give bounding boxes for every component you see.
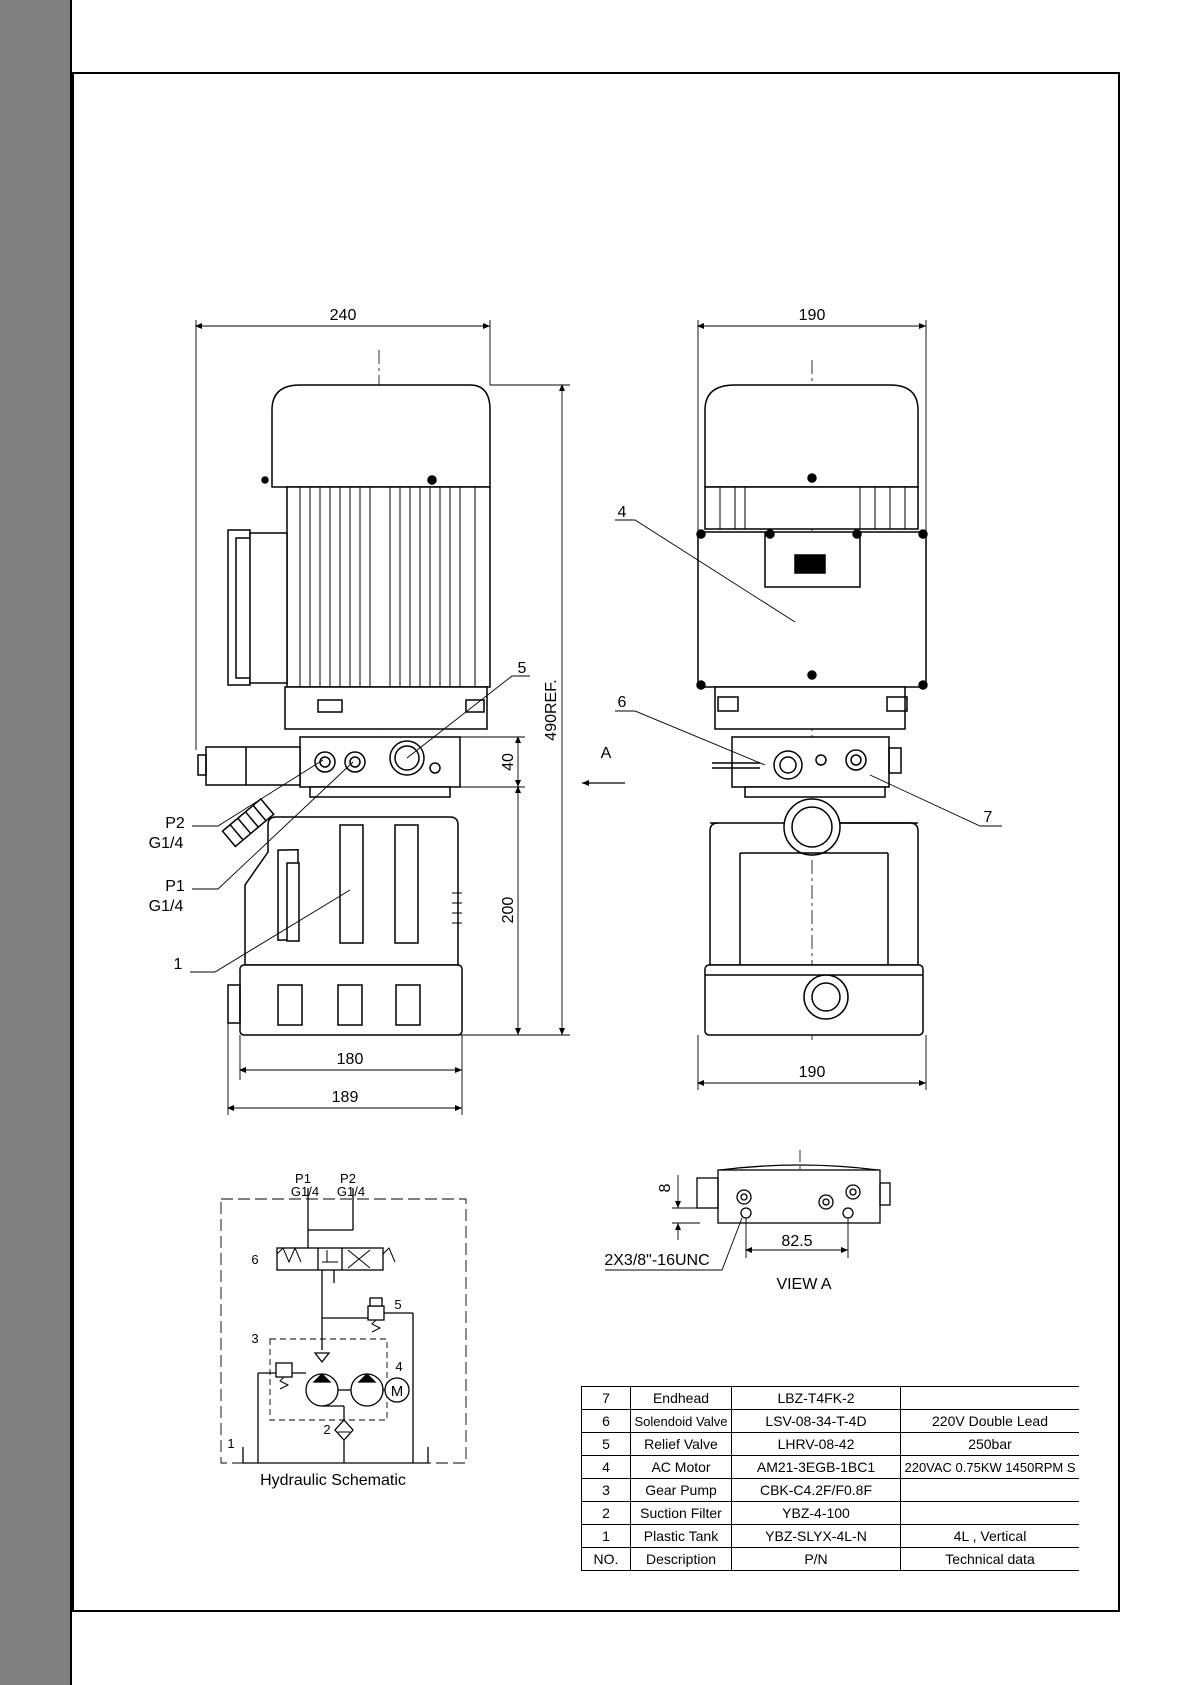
dim-valve-block-height: 40: [500, 753, 517, 771]
cell-pn: AM21-3EGB-1BC1: [731, 1455, 901, 1479]
schematic-title: Hydraulic Schematic: [260, 1472, 406, 1489]
cell-tech: 4L , Vertical: [900, 1524, 1079, 1548]
schematic-label-4: 4: [395, 1359, 402, 1374]
cell-no: 4: [581, 1455, 631, 1479]
cell-description: Endhead: [630, 1386, 732, 1410]
table-row: 2 Suction Filter YBZ-4-100: [581, 1501, 1079, 1525]
cell-no: 7: [581, 1386, 631, 1410]
schematic-port-p2-thread: G1/4: [337, 1184, 365, 1199]
cell-description: Plastic Tank: [630, 1524, 732, 1548]
dim-front-top-width: 240: [330, 307, 357, 324]
cell-tech: [900, 1386, 1079, 1410]
view-a-dimensions: [605, 1175, 849, 1271]
dim-tank-width: 180: [337, 1051, 364, 1068]
dim-total-height: 490REF.: [543, 679, 560, 740]
dim-view-a-spacing: 82.5: [781, 1233, 812, 1250]
callout-item-6: 6: [618, 694, 627, 711]
cell-pn: LBZ-T4FK-2: [731, 1386, 901, 1410]
cell-pn: LHRV-08-42: [731, 1432, 901, 1456]
motor-symbol: M: [391, 1383, 404, 1400]
header-no: NO.: [581, 1547, 631, 1571]
cell-pn: LSV-08-34-T-4D: [731, 1409, 901, 1433]
callout-p2-thread: G1/4: [149, 835, 184, 852]
dim-base-width: 189: [332, 1089, 359, 1106]
table-row: 3 Gear Pump CBK-C4.2F/F0.8F: [581, 1478, 1079, 1502]
parts-table: 7 Endhead LBZ-T4FK-2 6 Solendoid Valve L…: [581, 1386, 1079, 1571]
callout-item-5: 5: [518, 660, 527, 677]
side-view: [696, 360, 928, 1040]
front-dimensions: [190, 320, 625, 1115]
dim-view-a-height: 8: [657, 1183, 674, 1192]
view-a: [696, 1150, 891, 1224]
motor-cap: [271, 384, 491, 488]
schematic-label-3: 3: [251, 1331, 258, 1346]
cell-pn: YBZ-SLYX-4L-N: [731, 1524, 901, 1548]
front-dimension-text: 240 490REF. 40 200 180 189 A P2 G1/4 P1 …: [149, 307, 612, 1106]
cell-description: Suction Filter: [630, 1501, 732, 1525]
dim-side-top-width: 190: [799, 307, 826, 324]
callout-item-4: 4: [618, 504, 627, 521]
side-dimension-text: 190 190 4 6 7: [618, 307, 993, 1081]
callout-p1: P1: [165, 878, 185, 895]
thread-note: 2X3/8"-16UNC: [604, 1252, 709, 1269]
callout-p1-thread: G1/4: [149, 898, 184, 915]
callout-item-7: 7: [984, 809, 993, 826]
cell-description: Solendoid Valve: [630, 1409, 732, 1433]
table-row: 4 AC Motor AM21-3EGB-1BC1 220VAC 0.75KW …: [581, 1455, 1079, 1479]
cell-description: AC Motor: [630, 1455, 732, 1479]
schematic-text: P1 G1/4 P2 G1/4 6 5 3 4 M 2 1 Hydraulic …: [227, 1171, 406, 1489]
drawing-frame: [72, 72, 1120, 1612]
view-arrow-label: A: [601, 745, 612, 762]
view-a-title: VIEW A: [776, 1276, 831, 1293]
header-description: Description: [630, 1547, 732, 1571]
table-row: 1 Plastic Tank YBZ-SLYX-4L-N 4L , Vertic…: [581, 1524, 1079, 1548]
callout-item-1: 1: [174, 956, 183, 973]
dim-side-bottom-width: 190: [799, 1064, 826, 1081]
cell-no: 5: [581, 1432, 631, 1456]
schematic-port-p1-thread: G1/4: [291, 1184, 319, 1199]
schematic-label-6: 6: [251, 1252, 258, 1267]
cell-tech: [900, 1478, 1079, 1502]
cell-pn: YBZ-4-100: [731, 1501, 901, 1525]
view-a-text: 8 82.5 2X3/8"-16UNC VIEW A: [604, 1183, 832, 1293]
callout-p2: P2: [165, 815, 185, 832]
table-header-row: NO. Description P/N Technical data: [581, 1547, 1079, 1571]
header-pn: P/N: [731, 1547, 901, 1571]
side-dimensions: [615, 320, 1002, 1090]
cell-tech: [900, 1501, 1079, 1525]
header-tech: Technical data: [900, 1547, 1079, 1571]
cell-no: 1: [581, 1524, 631, 1548]
table-row: 5 Relief Valve LHRV-08-42 250bar: [581, 1432, 1079, 1456]
table-row: 6 Solendoid Valve LSV-08-34-T-4D 220V Do…: [581, 1409, 1079, 1433]
schematic-label-1: 1: [227, 1436, 234, 1451]
cell-tech: 250bar: [900, 1432, 1079, 1456]
cell-tech: 220VAC 0.75KW 1450RPM S: [900, 1455, 1079, 1479]
motor-body: [286, 486, 491, 688]
table-row: 7 Endhead LBZ-T4FK-2: [581, 1386, 1079, 1410]
schematic-label-2: 2: [323, 1422, 330, 1437]
front-view: [197, 350, 491, 1036]
cell-no: 2: [581, 1501, 631, 1525]
schematic-port-p2: P2: [340, 1171, 356, 1186]
schematic-label-5: 5: [394, 1297, 401, 1312]
valve-block: [299, 736, 461, 788]
dim-tank-height: 200: [500, 897, 517, 924]
cell-tech: 220V Double Lead: [900, 1409, 1079, 1433]
schematic-port-p1: P1: [295, 1171, 311, 1186]
cell-pn: CBK-C4.2F/F0.8F: [731, 1478, 901, 1502]
hydraulic-schematic: [220, 1188, 467, 1464]
cell-description: Gear Pump: [630, 1478, 732, 1502]
cell-no: 6: [581, 1409, 631, 1433]
cell-description: Relief Valve: [630, 1432, 732, 1456]
side-strip: [0, 0, 72, 1685]
cell-no: 3: [581, 1478, 631, 1502]
